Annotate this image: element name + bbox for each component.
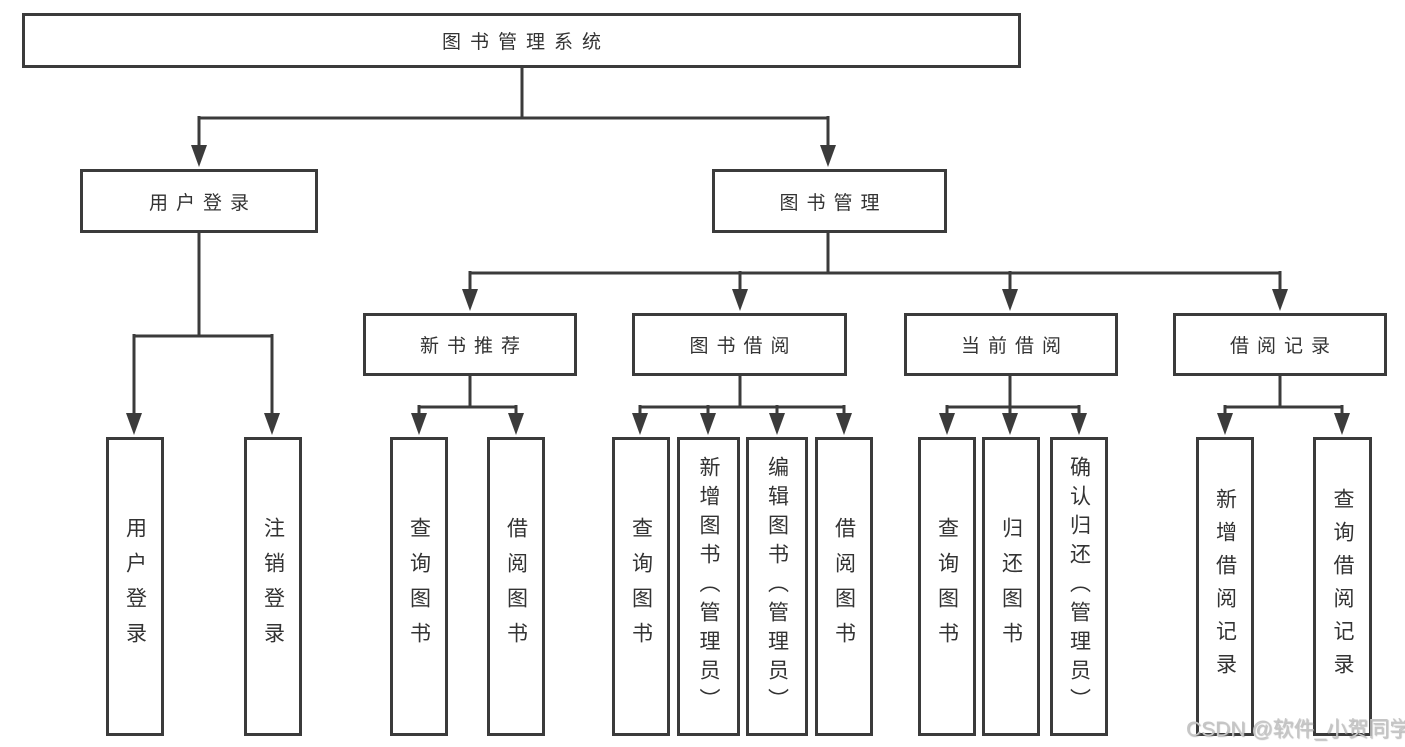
node-new-book-recommend: 新书推荐 [363,313,577,376]
node-root: 图书管理系统 [22,13,1021,68]
node-leaf-record-add-label: 新增借阅记录 [1213,487,1237,686]
connector-user-login [126,233,280,435]
connector-current-borrow [939,376,1087,435]
node-user-login: 用户登录 [80,169,318,233]
node-leaf-borrow-query-book-label: 查询图书 [629,516,653,657]
node-root-label: 图书管理系统 [441,32,610,53]
node-book-borrow-label: 图书借阅 [689,336,798,357]
connector-root [191,68,836,167]
node-leaf-logout-label: 注销登录 [261,516,285,657]
node-current-borrow: 当前借阅 [904,313,1118,376]
node-borrow-record-label: 借阅记录 [1229,336,1338,357]
node-leaf-current-confirm-return-label: 确认归还（管理员） [1067,456,1091,717]
node-leaf-current-return-book: 归还图书 [982,437,1040,736]
connector-borrow-record [1217,376,1350,435]
node-leaf-logout: 注销登录 [244,437,302,736]
node-book-borrow: 图书借阅 [632,313,847,376]
node-current-borrow-label: 当前借阅 [960,336,1069,357]
node-leaf-borrow-add-book: 新增图书（管理员） [677,437,740,736]
node-user-login-label: 用户登录 [148,192,257,214]
node-borrow-record: 借阅记录 [1173,313,1387,376]
node-leaf-borrow-add-book-label: 新增图书（管理员） [697,456,720,717]
node-leaf-record-add: 新增借阅记录 [1196,437,1254,736]
node-leaf-borrow-query-book: 查询图书 [612,437,670,736]
node-leaf-current-query-book-label: 查询图书 [935,516,959,657]
node-leaf-recommend-borrow-book-label: 借阅图书 [504,516,528,657]
node-leaf-recommend-query-book-label: 查询图书 [407,516,431,657]
connector-book-management [462,233,1288,311]
csdn-watermark: CSDN @软件_小贺同学 [1186,718,1405,741]
node-book-management: 图书管理 [712,169,947,233]
node-leaf-record-query-label: 查询借阅记录 [1331,487,1354,686]
node-leaf-record-query: 查询借阅记录 [1313,437,1372,736]
node-leaf-current-return-book-label: 归还图书 [999,516,1023,657]
node-leaf-current-query-book: 查询图书 [918,437,976,736]
node-leaf-user-login-label: 用户登录 [123,516,147,657]
node-leaf-recommend-borrow-book: 借阅图书 [487,437,545,736]
node-leaf-user-login: 用户登录 [106,437,164,736]
node-leaf-recommend-query-book: 查询图书 [390,437,448,736]
node-new-book-recommend-label: 新书推荐 [419,336,528,357]
node-leaf-borrow-edit-book-label: 编辑图书（管理员） [765,456,789,717]
connector-new-book-recommend [411,376,524,435]
connector-book-borrow [632,376,852,435]
node-leaf-current-confirm-return: 确认归还（管理员） [1050,437,1108,736]
node-book-management-label: 图书管理 [779,192,888,214]
node-leaf-borrow-borrow-book: 借阅图书 [815,437,873,736]
node-leaf-borrow-borrow-book-label: 借阅图书 [832,516,856,657]
node-leaf-borrow-edit-book: 编辑图书（管理员） [746,437,808,736]
